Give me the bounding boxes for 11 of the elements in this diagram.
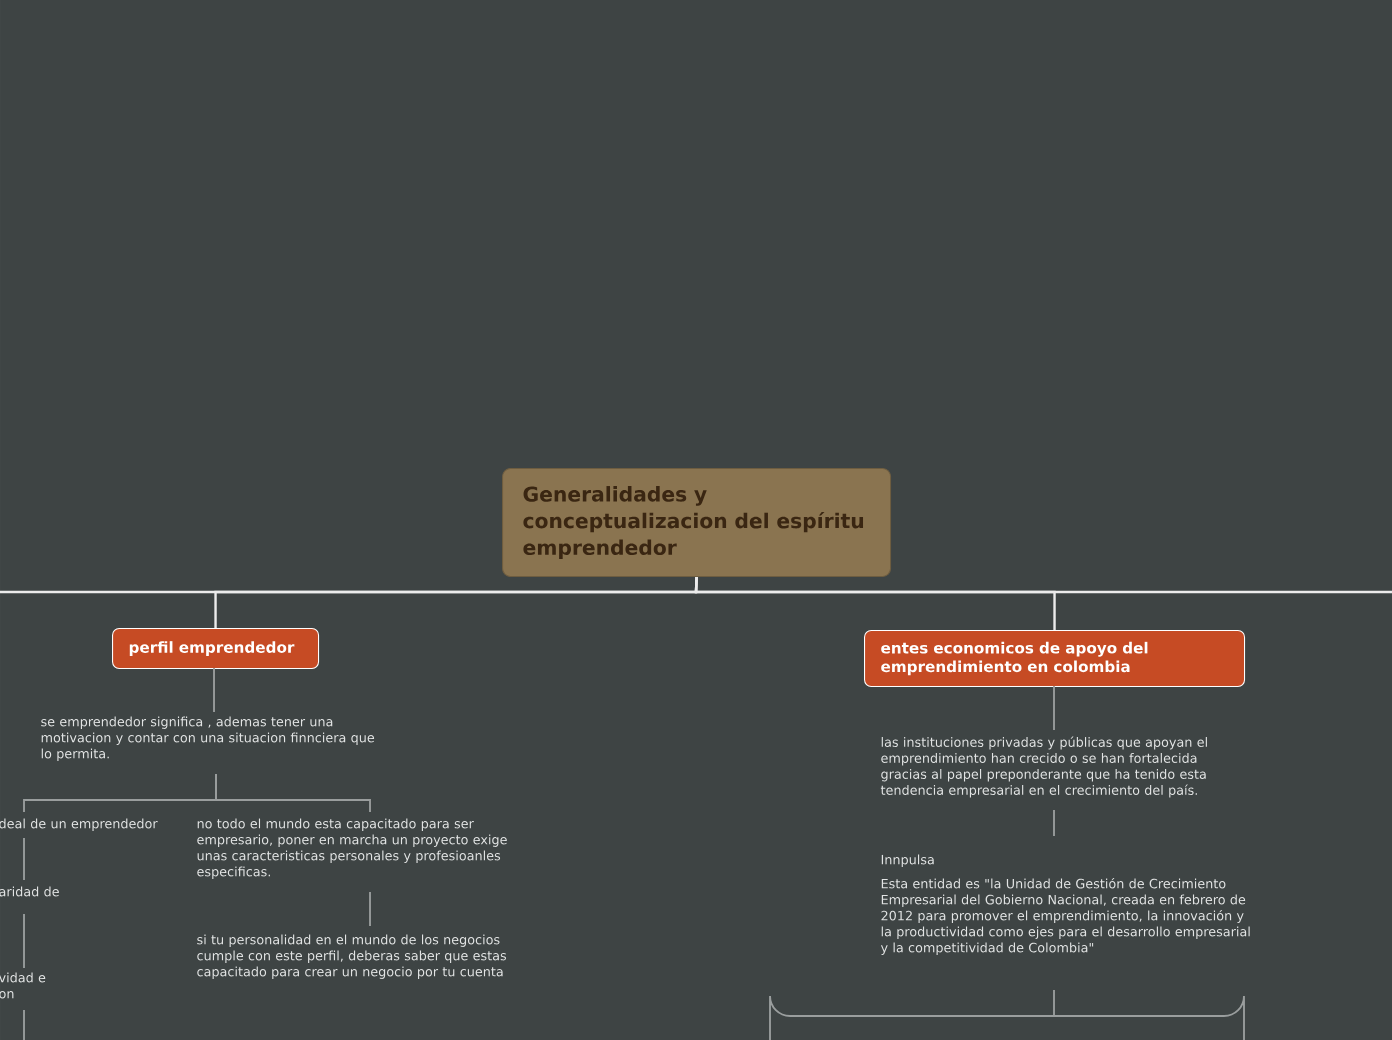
connector-line: [23, 1009, 25, 1040]
connector-line: [23, 837, 25, 881]
connector-line: [1053, 685, 1055, 731]
connector-line: [1053, 809, 1055, 837]
connector-line: [215, 773, 371, 813]
connector-line: [369, 891, 371, 927]
connector-line: [23, 913, 25, 969]
connector-line: [694, 577, 1392, 594]
topic-box: Generalidades y conceptualizacion del espíritu emprendedor: [502, 468, 892, 578]
connector-line: [769, 989, 1245, 1040]
connector-line: [213, 667, 215, 713]
